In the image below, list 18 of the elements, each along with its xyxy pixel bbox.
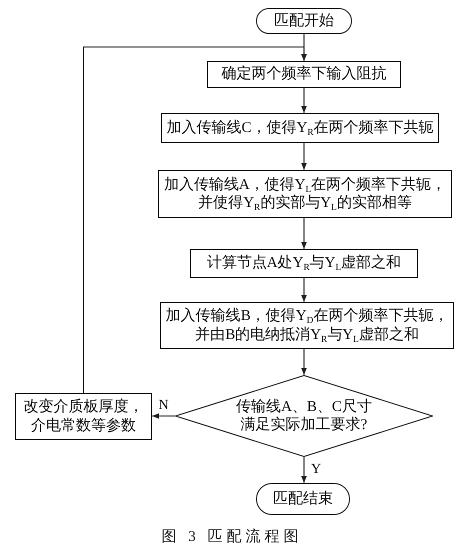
arrow <box>152 413 175 419</box>
terminal-box: 匹配开始 <box>256 8 352 34</box>
figure-caption: 图 3 匹配流程图 <box>162 527 302 546</box>
arrow <box>301 218 307 249</box>
arrow <box>301 278 307 302</box>
process-box: 改变介质板厚度，介电常数等参数 <box>15 393 152 440</box>
process-box: 确定两个频率下输入阻抗 <box>207 61 401 88</box>
arrow <box>301 349 307 375</box>
arrow <box>301 143 307 170</box>
process-box: 加入传输线B，使得Y$_{D}$在两个频率下共轭，并由B的电纳抵消Y$_{R}$与Y$_{L}$虚部之和 <box>160 302 454 349</box>
decision-diamond: 传输线A、B、C尺寸满足实际加工要求? <box>175 375 433 457</box>
process-box: 加入传输线C，使得Y$_{R}$在两个频率下共轭 <box>161 113 439 143</box>
arrow <box>82 46 307 393</box>
arrow <box>301 457 307 483</box>
process-box: 计算节点A处Y$_{R}$与Y$_{L}$虚部之和 <box>190 249 418 278</box>
terminal-box: 匹配结束 <box>256 483 350 515</box>
process-box: 加入传输线A，使得Y$_{L}$在两个频率下共轭，并使得Y$_{R}$的实部与Y$_{L}$的实部相等 <box>158 170 452 218</box>
arrow <box>301 88 307 113</box>
